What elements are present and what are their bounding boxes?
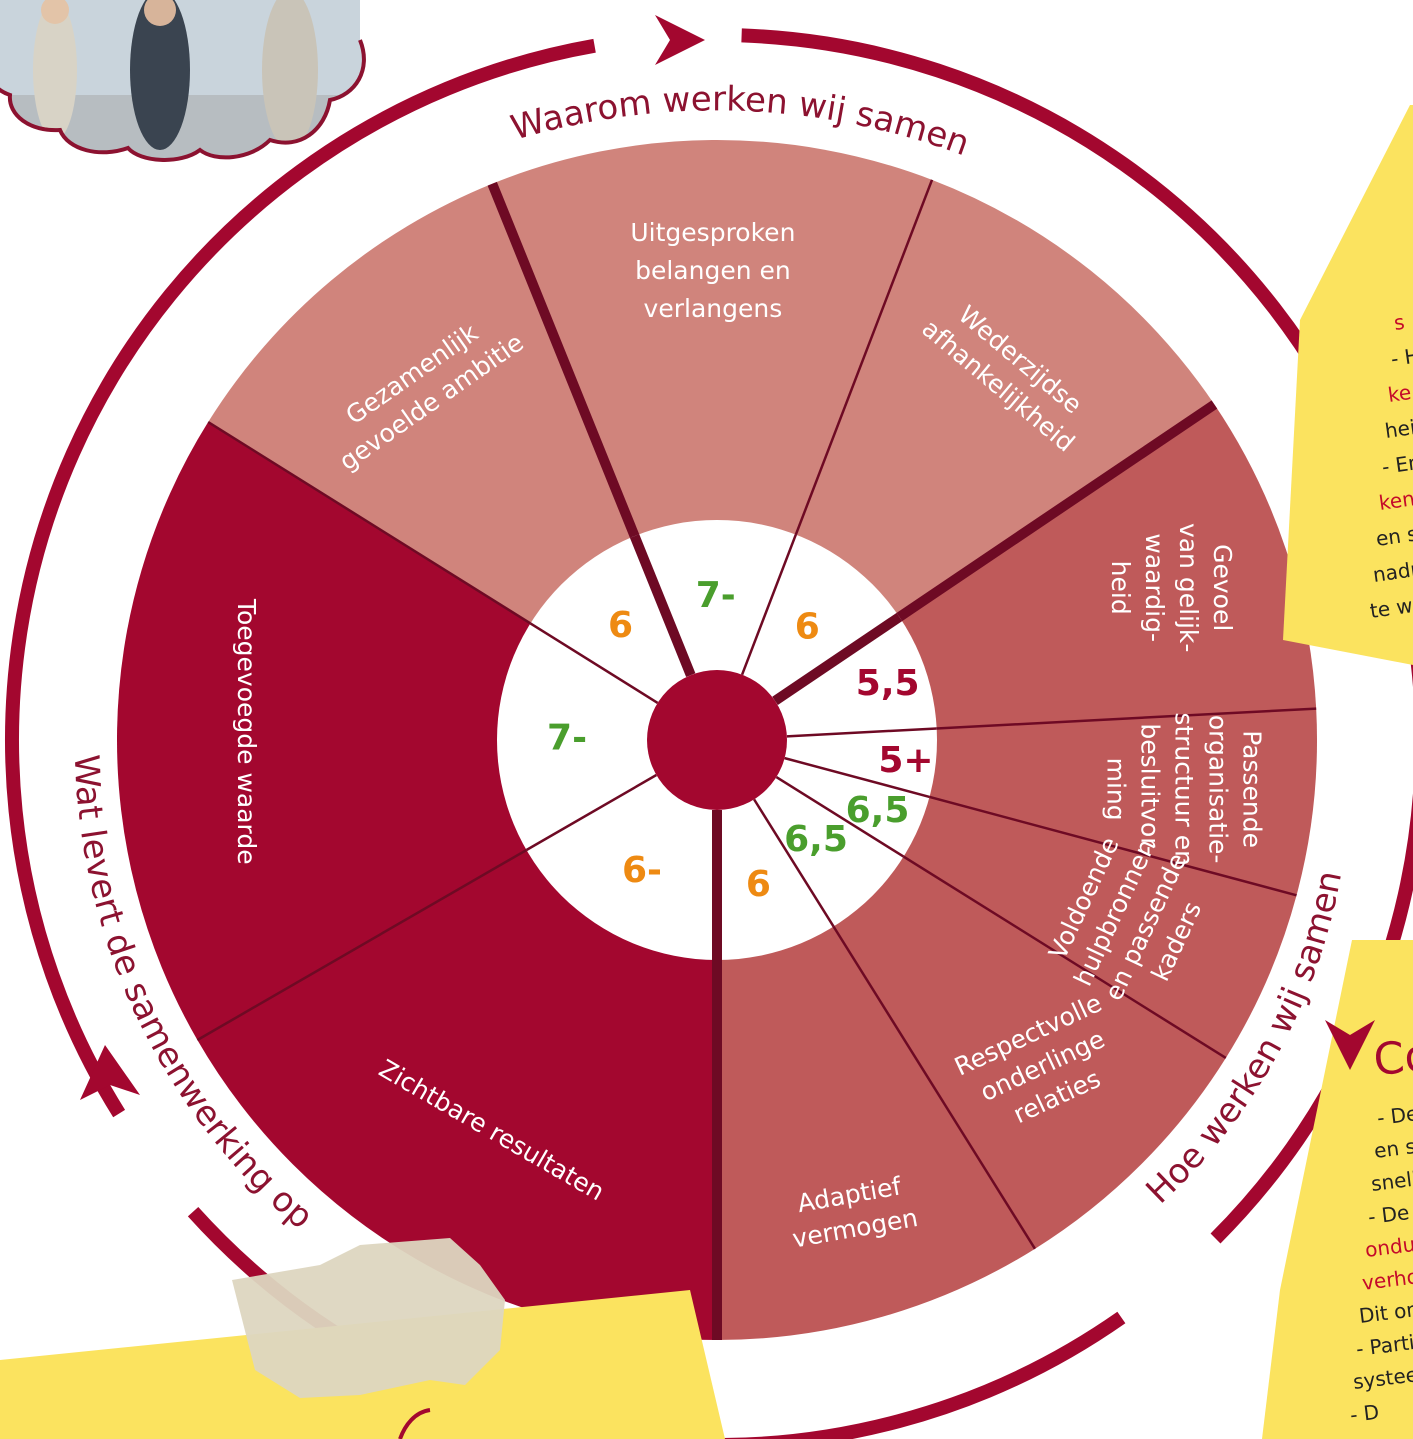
note-line: - He bbox=[1389, 341, 1413, 370]
segment-toegevoegde bbox=[117, 422, 718, 1040]
inner-divider bbox=[740, 534, 798, 676]
photo-cloud bbox=[0, 0, 366, 162]
note-line: s bbox=[1392, 310, 1406, 335]
label-line: ming bbox=[1101, 758, 1130, 821]
wheel: 7- 6 5,5 5+ 6,56,5 6 6- 7- 6 Uitgesproken belangen… bbox=[117, 140, 1318, 1340]
label-line: Passende bbox=[1237, 730, 1266, 848]
score-toegevoegde: 7- bbox=[547, 717, 587, 758]
score-gelijkwaardigheid: 5,5 bbox=[856, 663, 920, 704]
inner-divider bbox=[784, 756, 930, 799]
note-line: ke bbox=[1386, 380, 1412, 407]
score-adaptief: 6 bbox=[746, 864, 771, 905]
arrow-left-icon bbox=[80, 1045, 140, 1100]
arrow-right-icon bbox=[1325, 1020, 1375, 1070]
inner-divider bbox=[629, 534, 696, 677]
score-organisatiestructuur: 5+ bbox=[878, 740, 933, 781]
label-line: heid bbox=[1106, 561, 1135, 615]
label-line: organisatie- bbox=[1203, 715, 1232, 864]
label-line: Toegevoegde waarde bbox=[232, 598, 261, 865]
label-toegevoegde: Toegevoegde waarde bbox=[232, 598, 261, 865]
score-hulpbronnen: 6,5 bbox=[846, 790, 910, 831]
label-line: verlangens bbox=[644, 294, 783, 323]
arrow-top-icon bbox=[655, 15, 705, 65]
inner-divider bbox=[529, 622, 659, 704]
inner-divider bbox=[772, 612, 903, 706]
sticky-note-bottom-left bbox=[0, 1238, 725, 1439]
inner-divider bbox=[775, 776, 905, 858]
label-line: Uitgesproken bbox=[630, 218, 795, 247]
note-line: en s bbox=[1373, 1134, 1413, 1163]
score-relaties: 6,5 bbox=[784, 819, 848, 860]
score-wederzijdse: 6 bbox=[795, 607, 820, 648]
note-line: - De bbox=[1376, 1101, 1413, 1130]
inner-divider bbox=[786, 727, 937, 738]
note-title: Co bbox=[1372, 1030, 1413, 1086]
hub bbox=[647, 670, 787, 810]
inner-divider bbox=[753, 798, 835, 928]
inner-divider bbox=[525, 773, 658, 852]
label-line: besluitvor- bbox=[1135, 723, 1164, 855]
label-line: van gelijk- bbox=[1174, 523, 1203, 653]
label-line: structuur en bbox=[1169, 712, 1198, 866]
segment-uitgesproken bbox=[492, 140, 933, 740]
ring-arrows bbox=[80, 15, 1375, 1100]
label-line: Gevoel bbox=[1208, 544, 1237, 631]
ring-arc bbox=[5, 38, 596, 1118]
label-line: waardig- bbox=[1140, 533, 1169, 642]
note-line: - D bbox=[1349, 1400, 1381, 1427]
label-line: belangen en bbox=[635, 256, 791, 285]
label-uitgesproken: Uitgesproken belangen en verlangens bbox=[630, 218, 795, 323]
note-line: snell bbox=[1370, 1166, 1413, 1195]
score-resultaten: 6- bbox=[622, 850, 662, 891]
score-ambitie: 6 bbox=[608, 605, 633, 646]
note-line: hei bbox=[1383, 415, 1413, 443]
score-uitgesproken: 7- bbox=[696, 575, 736, 616]
